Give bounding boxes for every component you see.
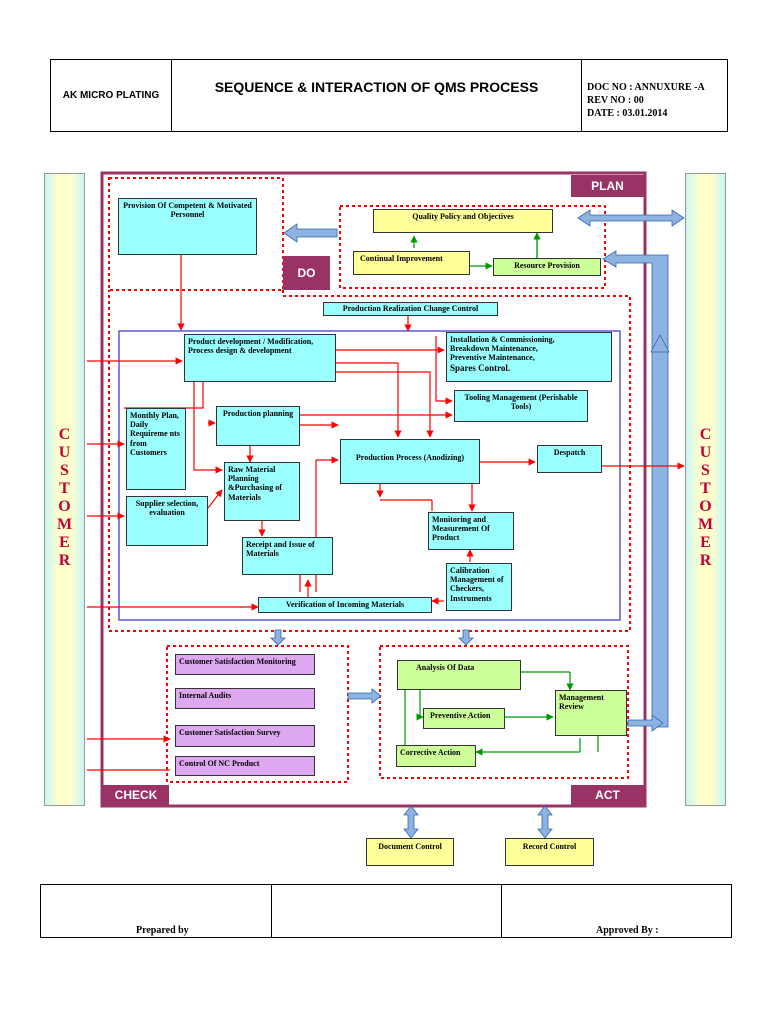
prepared-cell [41, 885, 272, 937]
resource-provision-box: Resource Provision [493, 258, 601, 276]
internal-audits-box: Internal Audits [175, 688, 315, 709]
competent-personnel-box: Provision Of Competent & Motivated Perso… [118, 198, 257, 255]
nc-product-box: Control Of NC Product [175, 756, 315, 776]
record-control-box: Record Control [505, 838, 594, 866]
doc-number: DOC NO : ANNUXURE -A [587, 82, 705, 93]
analysis-of-data-box: Analysis Of Data [397, 660, 521, 690]
header-table: AK MICRO PLATING SEQUENCE & INTERACTION … [50, 59, 728, 132]
monthly-plan-box: Monthly Plan, Daily Requireme nts from C… [126, 408, 186, 490]
plan-label: PLAN [571, 175, 644, 197]
check-label: CHECK [103, 785, 169, 805]
revision-number: REV NO : 00 [587, 95, 644, 106]
approved-by-label: Approved By : [596, 925, 659, 936]
cs-survey-box: Customer Satisfaction Survey [175, 725, 315, 747]
product-development-box: Product development / Modification, Proc… [184, 334, 336, 382]
do-label: DO [283, 256, 330, 290]
act-label: ACT [571, 785, 644, 805]
signature-table: Prepared by Approved By : [40, 884, 732, 938]
prepared-by-label: Prepared by [136, 925, 189, 936]
raw-material-box: Raw Material Planning &Purchasing of Mat… [224, 462, 300, 521]
tooling-management-box: Tooling Management (Perishable Tools) [454, 390, 588, 422]
change-control-box: Production Realization Change Control [323, 302, 498, 316]
production-planning-box: Production planning [216, 406, 300, 446]
management-review-box: Management Review [555, 690, 627, 736]
quality-policy-box: Quality Policy and Objectives [373, 209, 553, 233]
corrective-action-box: Corrective Action [396, 745, 476, 767]
supplier-selection-box: Supplier selection, evaluation [126, 496, 208, 546]
installation-maintenance-box: Installation & Commissioning, Breakdown … [446, 332, 612, 382]
company-name: AK MICRO PLATING [51, 60, 172, 131]
production-process-box: Production Process (Anodizing) [340, 439, 480, 484]
document-control-box: Document Control [366, 838, 454, 866]
continual-improvement-box: Continual Improvement [353, 251, 470, 275]
verification-box: Verification of Incoming Materials [258, 597, 432, 613]
calibration-box: Calibration Management of Checkers, Inst… [446, 563, 512, 611]
preventive-action-box: Preventive Action [423, 708, 505, 729]
receipt-issue-box: Receipt and Issue of Materials [242, 537, 333, 575]
despatch-box: Despatch [537, 445, 602, 473]
document-title: SEQUENCE & INTERACTION OF QMS PROCESS [172, 60, 582, 131]
cs-monitoring-box: Customer Satisfaction Monitoring [175, 654, 315, 675]
monitoring-measurement-box: Monitoring and Measurement Of Product [428, 512, 514, 550]
document-date: DATE : 03.01.2014 [587, 108, 668, 119]
middle-cell [272, 885, 502, 937]
doc-meta: DOC NO : ANNUXURE -A REV NO : 00 DATE : … [587, 81, 727, 120]
